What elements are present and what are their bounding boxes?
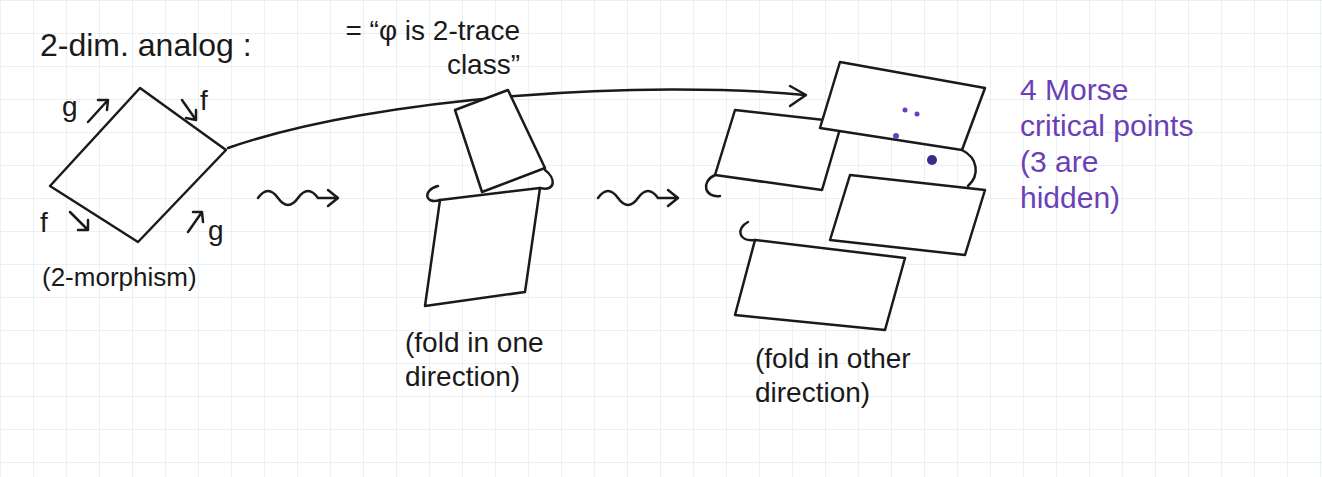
curved-arrow-head — [790, 86, 806, 106]
fold-curl — [427, 186, 440, 201]
fold-curl — [962, 150, 976, 186]
heading-note: 2-dim. analog : — [40, 26, 252, 64]
arrow-f-bottom — [70, 212, 88, 230]
arrow-f-top — [182, 100, 196, 120]
critical-point — [915, 112, 920, 117]
morphism-letter: f — [200, 84, 208, 118]
fold-curl — [740, 222, 755, 240]
morphism-letter: g — [208, 214, 224, 248]
arrow-g-bottom — [188, 212, 203, 232]
square-diamond — [50, 88, 226, 242]
critical-point — [927, 155, 937, 165]
caption-note: (fold in one direction) — [405, 326, 615, 393]
fold-curl — [706, 175, 720, 196]
caption-note: (fold in other direction) — [755, 342, 1005, 409]
upper-sheet — [455, 90, 545, 192]
squiggle-arrow — [598, 190, 678, 206]
fold-curl — [540, 170, 553, 189]
squiggle-arrow — [258, 190, 338, 206]
purple-note: 4 Morse critical points (3 are hidden) — [1020, 72, 1195, 216]
critical-point — [903, 108, 908, 113]
critical-point — [893, 133, 899, 139]
equation-note: = “φ is 2-trace class” — [270, 14, 520, 81]
sheet-bottom — [735, 240, 905, 330]
sheet-top — [820, 62, 985, 150]
caption-note: (2-morphism) — [42, 262, 197, 293]
lower-sheet — [425, 188, 540, 306]
arrow-g-top — [88, 100, 108, 122]
sheet-right-lower — [830, 175, 985, 255]
morphism-letter: f — [40, 206, 48, 240]
morphism-letter: g — [62, 90, 78, 124]
